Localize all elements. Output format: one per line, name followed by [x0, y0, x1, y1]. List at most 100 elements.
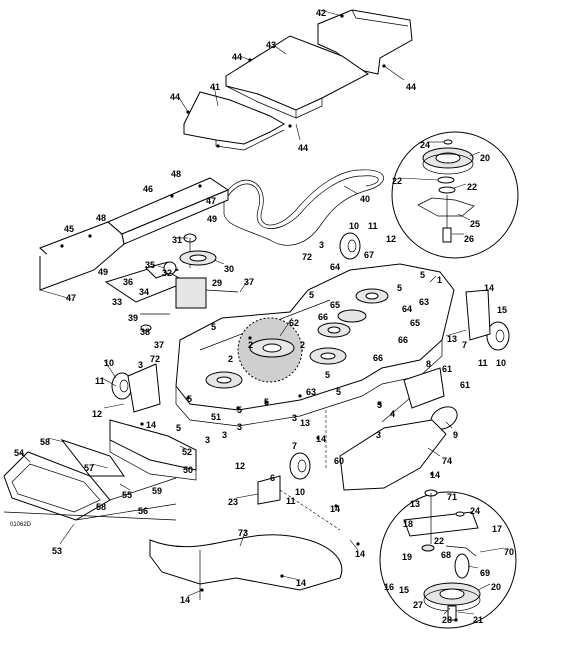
callout-58: 58 — [40, 437, 50, 447]
baffle-50-52 — [109, 419, 197, 481]
callout-2: 2 — [300, 340, 305, 350]
callout-46: 46 — [143, 184, 153, 194]
callout-57: 57 — [84, 463, 94, 473]
callout-5: 5 — [397, 283, 402, 293]
callout-54: 54 — [14, 448, 24, 458]
callout-24: 24 — [470, 506, 480, 516]
callout-28: 28 — [442, 615, 452, 625]
callout-38: 38 — [140, 327, 150, 337]
callout-50: 50 — [183, 465, 193, 475]
callout-47: 47 — [206, 196, 216, 206]
callout-10: 10 — [104, 358, 114, 368]
callout-5: 5 — [420, 270, 425, 280]
callout-74: 74 — [442, 456, 452, 466]
callout-26: 26 — [464, 234, 474, 244]
callout-61: 61 — [442, 364, 452, 374]
callout-14: 14 — [484, 283, 494, 293]
figure-code: 01062D — [10, 522, 32, 528]
callout-44: 44 — [170, 92, 180, 102]
callout-61: 61 — [460, 380, 470, 390]
callout-49: 49 — [207, 214, 217, 224]
callout-9: 9 — [453, 430, 458, 440]
callout-3: 3 — [376, 430, 381, 440]
callout-67: 67 — [364, 250, 374, 260]
callout-66: 66 — [318, 312, 328, 322]
callout-5: 5 — [325, 370, 330, 380]
wheels-10 — [111, 232, 510, 505]
callout-51: 51 — [211, 412, 221, 422]
callout-11: 11 — [368, 221, 378, 231]
callout-5: 5 — [237, 405, 242, 415]
callout-56: 56 — [138, 506, 148, 516]
callout-13: 13 — [410, 499, 420, 509]
shield-41 — [183, 91, 286, 151]
callout-12: 12 — [235, 461, 245, 471]
callout-44: 44 — [298, 143, 308, 153]
callout-21: 21 — [473, 615, 483, 625]
callout-64: 64 — [330, 262, 340, 272]
callout-70: 70 — [504, 547, 514, 557]
gearbox-29-39 — [104, 233, 239, 332]
callout-18: 18 — [403, 519, 413, 529]
callout-14: 14 — [180, 595, 190, 605]
callout-5: 5 — [176, 423, 181, 433]
callout-13: 13 — [447, 334, 457, 344]
callout-5: 5 — [187, 394, 192, 404]
catcher-53-59 — [3, 439, 177, 521]
callout-49: 49 — [98, 267, 108, 277]
callout-71: 71 — [447, 492, 457, 502]
callout-10: 10 — [295, 487, 305, 497]
callout-39: 39 — [128, 313, 138, 323]
callout-12: 12 — [92, 409, 102, 419]
lower-detail-inset — [379, 489, 517, 629]
callout-47: 47 — [66, 293, 76, 303]
callout-42: 42 — [316, 8, 326, 18]
callout-48: 48 — [171, 169, 181, 179]
callout-14: 14 — [316, 434, 326, 444]
callout-20: 20 — [480, 153, 490, 163]
callout-3: 3 — [237, 422, 242, 432]
callout-3: 3 — [319, 240, 324, 250]
callout-69: 69 — [480, 568, 490, 578]
upper-detail-inset — [391, 131, 519, 259]
callout-5: 5 — [377, 400, 382, 410]
callout-29: 29 — [212, 278, 222, 288]
callout-43: 43 — [266, 40, 276, 50]
callout-40: 40 — [360, 194, 370, 204]
callout-5: 5 — [211, 322, 216, 332]
callout-15: 15 — [497, 305, 507, 315]
callout-11: 11 — [286, 496, 296, 506]
callout-53: 53 — [52, 546, 62, 556]
callout-13: 13 — [300, 418, 310, 428]
callout-2: 2 — [248, 340, 253, 350]
callout-8: 8 — [426, 359, 431, 369]
callout-58: 58 — [96, 502, 106, 512]
callout-16: 16 — [384, 582, 394, 592]
callout-23: 23 — [228, 497, 238, 507]
callout-34: 34 — [139, 287, 149, 297]
callout-25: 25 — [470, 219, 480, 229]
callout-72: 72 — [150, 354, 160, 364]
callout-24: 24 — [420, 140, 430, 150]
callout-35: 35 — [145, 260, 155, 270]
callout-22: 22 — [434, 536, 444, 546]
callout-66: 66 — [398, 335, 408, 345]
callout-73: 73 — [238, 528, 248, 538]
callout-65: 65 — [330, 300, 340, 310]
spindle-pulleys — [205, 288, 389, 389]
callout-64: 64 — [402, 304, 412, 314]
callout-7: 7 — [292, 441, 297, 451]
callout-68: 68 — [441, 550, 451, 560]
deflector-45-49 — [39, 177, 230, 299]
callout-60: 60 — [334, 456, 344, 466]
callout-14: 14 — [146, 420, 156, 430]
callout-48: 48 — [96, 213, 106, 223]
front-flap-8-9 — [381, 367, 458, 430]
callout-5: 5 — [336, 387, 341, 397]
callout-15: 15 — [399, 585, 409, 595]
callout-52: 52 — [182, 447, 192, 457]
shield-42 — [317, 9, 413, 75]
callout-59: 59 — [152, 486, 162, 496]
